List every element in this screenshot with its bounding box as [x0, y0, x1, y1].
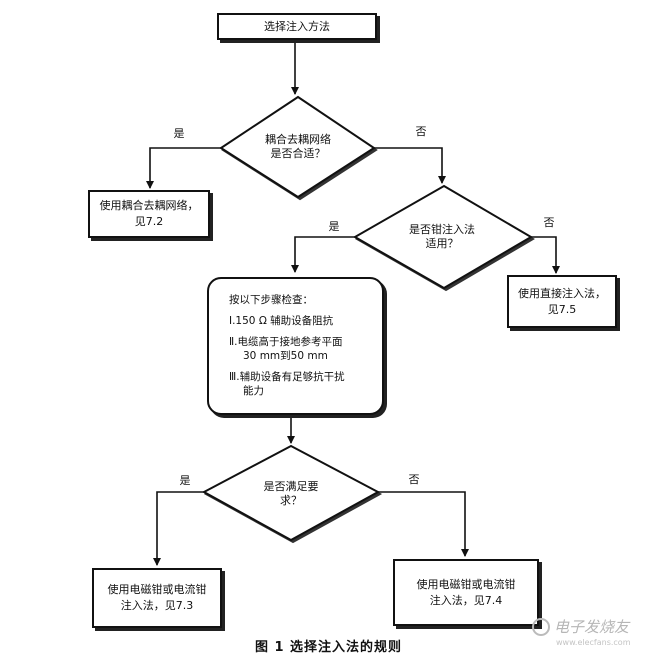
direct-injection-box: 使用直接注入法， 见7.5 — [507, 275, 617, 328]
start-text: 选择注入方法 — [264, 19, 330, 33]
watermark-logo-icon — [532, 617, 550, 636]
start-box: 选择注入方法 — [217, 13, 377, 40]
check-item-2-detail: 30 mm到50 mm — [243, 350, 328, 362]
edge-d3-no — [376, 491, 469, 557]
watermark: 电子发烧友 — [532, 616, 629, 637]
direct-injection-text: 使用直接注入法， 见7.5 — [518, 286, 606, 316]
check-item-2: Ⅱ.电缆高于接地参考平面 — [229, 336, 343, 348]
decision-2-text: 是否钳注入法 适用？ — [409, 223, 475, 250]
edge-label-d3-yes: 是 — [179, 474, 191, 487]
edge-label-d1-yes: 是 — [173, 127, 185, 140]
edge-label-d3-no: 否 — [408, 473, 420, 486]
check-title: 按以下步骤检查： — [229, 294, 313, 306]
watermark-url: www.elecfans.com — [556, 638, 631, 647]
edge-d3-yes — [153, 491, 206, 566]
cdn-method-text: 使用耦合去耦网络， 见7.2 — [99, 199, 199, 228]
check-item-3: Ⅲ.辅助设备有足够抗干扰 — [229, 371, 345, 383]
clamp-method-74-box: 使用电磁钳或电流钳 注入法，见7.4 — [393, 559, 539, 626]
edge-label-d2-no: 否 — [543, 216, 555, 229]
edge-d2-yes — [291, 236, 357, 273]
figure-caption: 图 1 选择注入法的规则 — [254, 640, 403, 655]
clamp-method-73-box: 使用电磁钳或电流钳 注入法，见7.3 — [92, 568, 222, 628]
edge-label-d2-yes: 是 — [328, 220, 340, 233]
check-item-1: Ⅰ.150 Ω 辅助设备阻抗 — [229, 315, 334, 327]
edge-d1-no — [372, 147, 446, 184]
decision-diamond-3 — [201, 444, 381, 542]
decision-1-text: 耦合去耦网络 是否合适？ — [265, 133, 331, 160]
decision-diamond-2 — [352, 184, 533, 290]
decision-3-text: 是否满足要 求？ — [263, 480, 319, 507]
edge-d1-yes — [146, 147, 224, 189]
check-steps-box: 按以下步骤检查： Ⅰ.150 Ω 辅助设备阻抗 Ⅱ.电缆高于接地参考平面 30 … — [207, 277, 384, 415]
edge-label-d1-no: 否 — [415, 125, 427, 138]
cdn-method-box: 使用耦合去耦网络， 见7.2 — [88, 190, 210, 238]
watermark-text: 电子发烧友 — [554, 618, 630, 636]
clamp-method-74-text: 使用电磁钳或电流钳 注入法，见7.4 — [416, 577, 516, 607]
clamp-method-73-text: 使用电磁钳或电流钳 注入法，见7.3 — [107, 583, 207, 612]
edge-d2-no — [529, 236, 560, 274]
check-item-3-detail: 能力 — [243, 385, 264, 397]
decision-diamond-1 — [219, 95, 376, 199]
